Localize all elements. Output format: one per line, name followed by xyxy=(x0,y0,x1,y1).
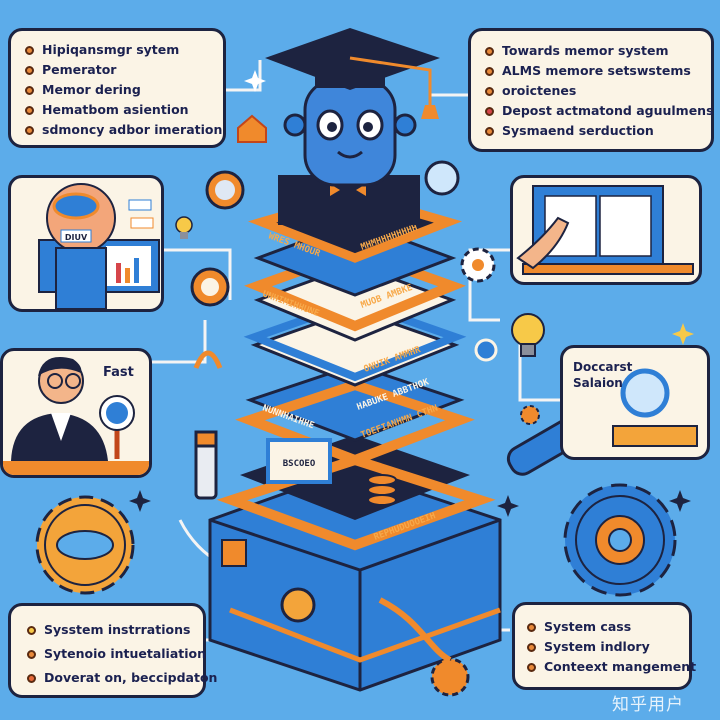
list-item-label: Sytenoio intuetaliation xyxy=(44,646,207,661)
bullet-icon xyxy=(27,625,36,635)
bullet-icon xyxy=(527,662,536,672)
magnifier-book-illustration xyxy=(612,368,698,447)
award-badge-icon xyxy=(474,338,498,362)
bullet-icon xyxy=(25,45,34,55)
document-search-panel: Doccarst Salaion xyxy=(560,345,710,460)
bullet-icon xyxy=(27,673,36,683)
bullet-icon xyxy=(485,86,494,96)
screen-label: BSCOEO xyxy=(283,459,316,469)
brain-analysis-panel: DIUV xyxy=(8,175,164,312)
list-item-label: Memor dering xyxy=(42,82,141,97)
list-item: Memor dering xyxy=(25,80,223,100)
gear-small-icon xyxy=(460,247,540,425)
bottom-left-info-panel: Sysstem instrrations Sytenoio intuetalia… xyxy=(8,603,217,698)
list-item-label: Sysstem instrrations xyxy=(44,622,191,637)
list-item: Hematbom asiention xyxy=(25,100,223,120)
list-item-label: Hipiqansmgr sytem xyxy=(42,42,180,57)
small-lightbulb-icon xyxy=(175,216,193,239)
list-item: oroictenes xyxy=(485,81,711,101)
bullet-icon xyxy=(485,46,494,56)
fast-panel: Fast xyxy=(0,348,152,478)
book-panel xyxy=(510,175,702,285)
list-item-label: Conteext mangement xyxy=(544,659,697,674)
list-item-label: Sysmaend serduction xyxy=(502,123,654,138)
list-item: Sysstem instrrations xyxy=(27,618,203,642)
sparkle-icons xyxy=(129,70,694,517)
lightbulb-icon xyxy=(511,313,545,357)
list-item: System cass xyxy=(527,617,689,637)
list-item-label: System cass xyxy=(544,619,632,634)
bullet-icon xyxy=(485,66,494,76)
list-item: Sytenoio intuetaliation xyxy=(27,642,207,666)
bullet-icon xyxy=(27,649,36,659)
robot-graduate xyxy=(265,28,440,225)
fast-label: Fast xyxy=(103,365,134,380)
top-left-info-panel: Hipiqansmgr sytem Pemerator Memor dering… xyxy=(8,28,226,148)
top-right-info-panel: Towards memor system ALMS memore setswst… xyxy=(468,28,714,152)
list-item-label: Towards memor system xyxy=(502,43,669,58)
list-item: ALMS memore setswstems xyxy=(485,61,711,81)
headphones-icon xyxy=(193,350,223,369)
list-item-label: sdmoncy adbor imeration xyxy=(42,122,223,137)
coin-stack-icon xyxy=(367,474,397,506)
list-item: Hipiqansmgr sytem xyxy=(25,40,223,60)
bullet-icon xyxy=(25,65,34,75)
list-item-label: Doverat on, beccipdaton xyxy=(44,670,218,685)
feature-list: Towards memor system ALMS memore setswst… xyxy=(485,41,714,141)
list-item: sdmoncy adbor imeration xyxy=(25,120,223,140)
paint-tube-icon xyxy=(194,430,218,500)
feature-list: Sysstem instrrations Sytenoio intuetalia… xyxy=(27,618,217,690)
list-item-label: oroictenes xyxy=(502,83,577,98)
blue-gear-icon xyxy=(563,483,677,597)
list-item-label: Pemerator xyxy=(42,62,117,77)
bullet-icon xyxy=(25,105,34,115)
feature-list: System cass System indlory Conteext mang… xyxy=(527,617,696,677)
magnifier-icon xyxy=(190,160,460,307)
house-icon xyxy=(237,114,267,143)
bottom-right-info-panel: System cass System indlory Conteext mang… xyxy=(512,602,696,690)
bullet-icon xyxy=(527,622,536,632)
person-brain-illustration: DIUV xyxy=(38,183,160,309)
badge-label: DIUV xyxy=(65,233,88,242)
tower-screen: BSCOEO xyxy=(266,438,332,484)
list-item: System indlory xyxy=(527,637,689,657)
list-item: Pemerator xyxy=(25,60,223,80)
list-item-label: ALMS memore setswstems xyxy=(502,63,691,78)
bullet-icon xyxy=(25,125,34,135)
tower-layers xyxy=(216,190,496,551)
list-item: Depost actmatond aguulmens xyxy=(485,101,714,121)
open-book-illustration xyxy=(516,185,694,275)
doc-label-line1: Doccarst xyxy=(573,360,633,374)
list-item: Towards memor system xyxy=(485,41,711,61)
bullet-icon xyxy=(527,642,536,652)
orange-gear-icon xyxy=(35,495,135,595)
list-item: Conteext mangement xyxy=(527,657,696,677)
list-item-label: Depost actmatond aguulmens xyxy=(502,103,714,118)
bullet-icon xyxy=(485,126,494,136)
presenter-illustration xyxy=(3,357,149,475)
watermark: 知乎用户 xyxy=(612,695,684,715)
list-item: Sysmaend serduction xyxy=(485,121,711,141)
bullet-icon xyxy=(485,106,494,116)
feature-list: Hipiqansmgr sytem Pemerator Memor dering… xyxy=(25,40,223,140)
list-item: Doverat on, beccipdaton xyxy=(27,666,217,690)
list-item-label: System indlory xyxy=(544,639,650,654)
list-item-label: Hematbom asiention xyxy=(42,102,189,117)
bullet-icon xyxy=(25,85,34,95)
doc-label-line2: Salaion xyxy=(573,376,623,390)
